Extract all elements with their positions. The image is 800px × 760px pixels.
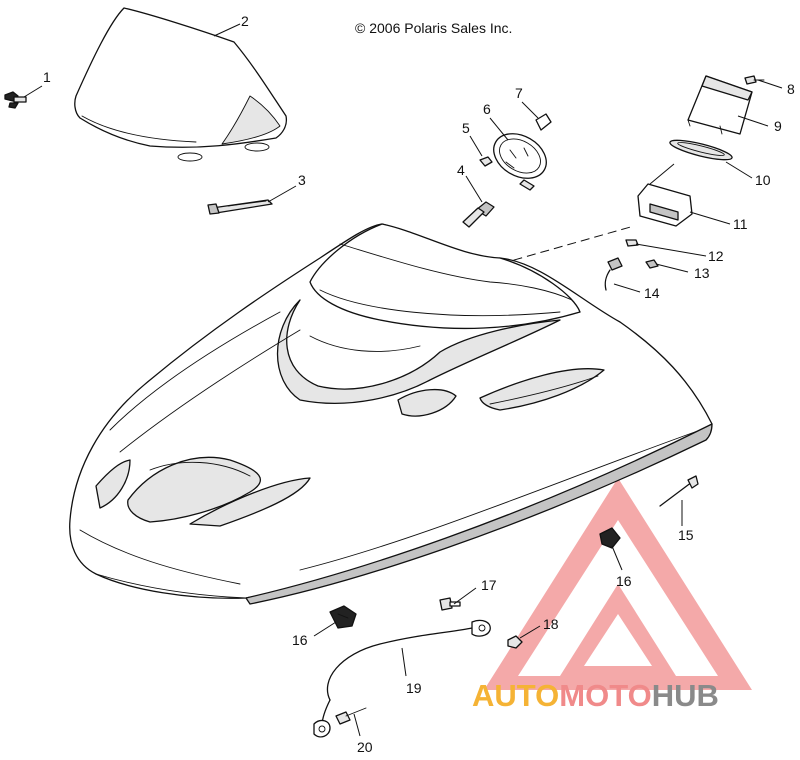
callout-9: 9 (774, 118, 782, 134)
watermark-text: AUTOMOTOHUB (472, 678, 719, 713)
stud-part-4 (462, 201, 495, 228)
callout-7: 7 (515, 85, 523, 101)
callout-5: 5 (462, 120, 470, 136)
callout-13: 13 (694, 265, 710, 281)
screw-part-8 (744, 75, 765, 85)
rod-part-3 (207, 199, 273, 215)
leader-lines (23, 23, 783, 737)
callouts: 1 2 3 4 5 6 7 8 9 10 11 12 13 14 15 16 1… (43, 13, 795, 755)
watermark-logo (484, 478, 752, 690)
callout-4: 4 (457, 162, 465, 178)
nut-part-5 (479, 156, 493, 167)
callout-19: 19 (406, 680, 422, 696)
screw-part-1 (4, 91, 27, 109)
callout-15: 15 (678, 527, 694, 543)
callout-11: 11 (733, 216, 748, 232)
callout-16-left: 16 (292, 632, 308, 648)
nut-part-18 (507, 635, 523, 649)
ground-strap-part-19 (313, 619, 491, 738)
callout-1: 1 (43, 69, 51, 85)
callout-3: 3 (298, 172, 306, 188)
gauge-housing-part-9 (687, 75, 753, 135)
callout-20: 20 (357, 739, 373, 755)
watermark-auto: AUTO (472, 678, 559, 713)
svg-text:AUTOMOTOHUB: AUTOMOTOHUB (472, 678, 719, 713)
clip-part-16-left (329, 605, 357, 629)
watermark-moto: MOTO (559, 678, 651, 713)
lens-part-10 (669, 139, 733, 161)
callout-6: 6 (483, 101, 491, 117)
windshield (74, 7, 288, 162)
bulb-socket-part-14 (604, 257, 623, 291)
callout-14: 14 (644, 285, 660, 301)
grommet-part-12 (625, 239, 639, 247)
assembly-dash-line (499, 225, 635, 265)
callout-17: 17 (481, 577, 497, 593)
bezel-part-11 (637, 183, 693, 227)
callout-10: 10 (755, 172, 771, 188)
callout-18: 18 (543, 616, 559, 632)
callout-12: 12 (708, 248, 724, 264)
callout-2: 2 (241, 13, 249, 29)
mount-ring-part-6 (493, 133, 547, 191)
screw-part-20 (335, 707, 367, 725)
bolt-part-17 (439, 597, 461, 611)
plug-part-13 (645, 259, 659, 269)
bolt-part-15 (659, 475, 699, 507)
clip-part-7 (535, 113, 552, 131)
callout-16-right: 16 (616, 573, 632, 589)
callout-8: 8 (787, 81, 795, 97)
watermark-hub: HUB (652, 678, 719, 713)
clip-part-16-right (599, 527, 621, 549)
hood (69, 223, 713, 605)
copyright-text: © 2006 Polaris Sales Inc. (355, 20, 512, 36)
